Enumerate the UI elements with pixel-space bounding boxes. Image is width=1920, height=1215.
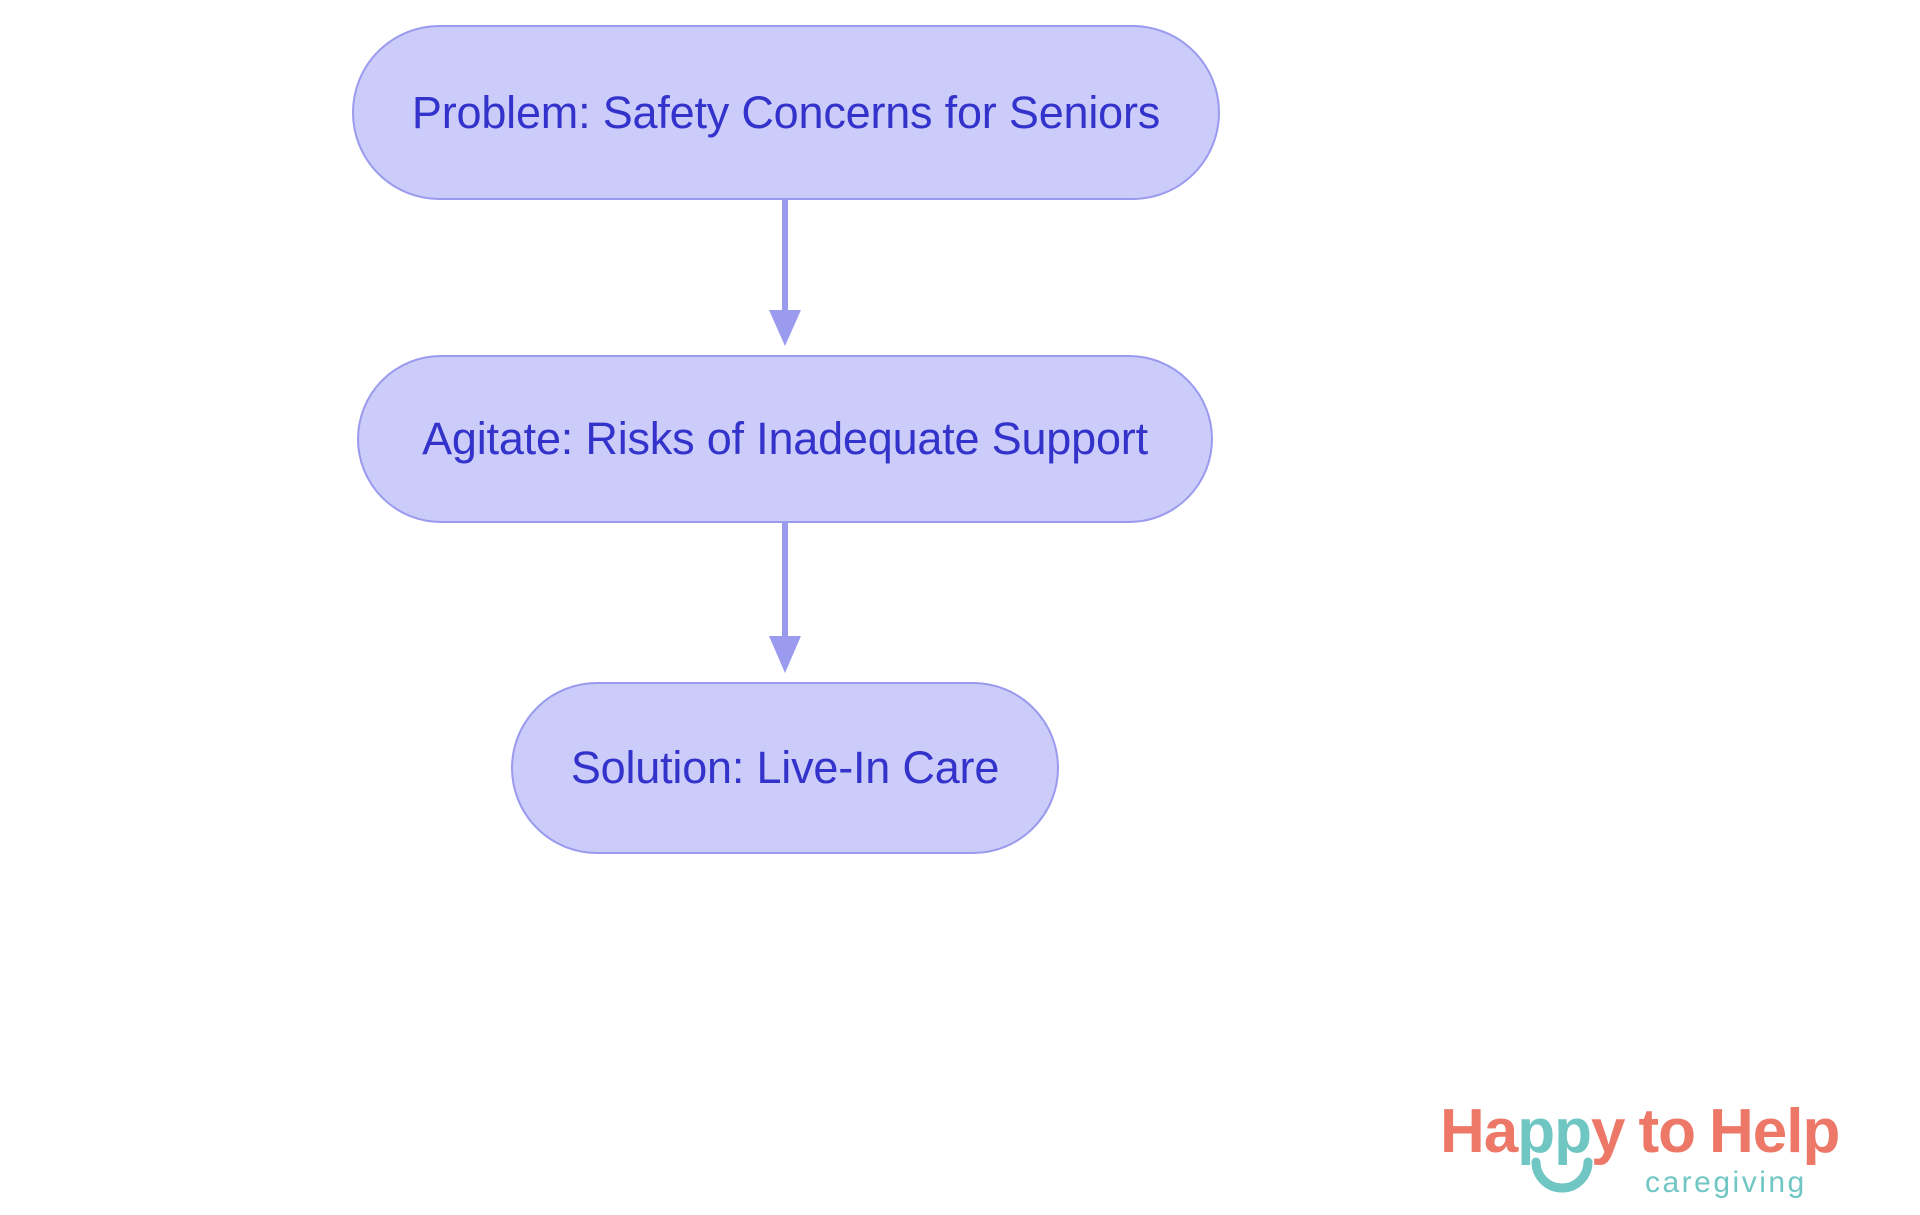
logo-text-to: to (1639, 1097, 1696, 1166)
flowchart-node-problem-label: Problem: Safety Concerns for Seniors (411, 86, 1161, 138)
flowchart-node-solution[interactable]: Solution: Live-In Care (511, 682, 1059, 854)
smile-arc-icon (1531, 1157, 1593, 1193)
flowchart-node-solution-label: Solution: Live-In Care (570, 742, 1000, 794)
logo-text-y: y (1591, 1097, 1626, 1166)
edge-problem-to-agitate (769, 200, 801, 346)
logo-tagline: caregiving (1645, 1166, 1807, 1199)
flowchart-node-agitate-label: Agitate: Risks of Inadequate Support (422, 413, 1148, 465)
flowchart-node-agitate[interactable]: Agitate: Risks of Inadequate Support (357, 355, 1213, 523)
logo-text-pp: pp (1517, 1097, 1591, 1166)
logo-text-help: Help (1709, 1097, 1839, 1166)
logo-text-ha: Ha (1440, 1097, 1519, 1166)
flowchart-node-problem[interactable]: Problem: Safety Concerns for Seniors (352, 25, 1220, 200)
edge-agitate-to-solution (769, 523, 801, 673)
